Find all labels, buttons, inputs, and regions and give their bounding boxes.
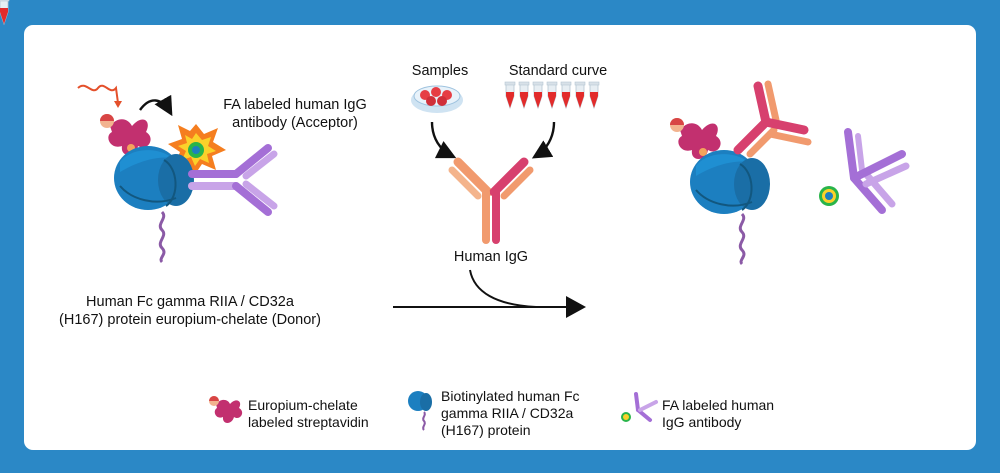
- standards-arrow-icon: [531, 121, 556, 159]
- tube-row: [504, 81, 600, 109]
- excitation-wave-icon: [77, 84, 119, 104]
- receptor-protein-icon: [114, 146, 194, 264]
- europium-streptavidin-icon: [100, 114, 151, 155]
- acceptor-label: FA labeled human IgG antibody (Acceptor): [223, 97, 367, 131]
- samples-arrow-icon: [430, 121, 457, 159]
- legend-receptor-icon: [408, 391, 432, 431]
- human-igg-label: Human IgG: [453, 249, 529, 265]
- europium-streptavidin-icon: [670, 118, 721, 159]
- acceptor-antibody-icon: [188, 144, 278, 216]
- sample-dish-icon: [411, 85, 463, 113]
- legend-streptavidin-icon: [209, 396, 243, 423]
- legend-fa-antibody-icon: [621, 392, 658, 422]
- legend-item-receptor: Biotinylated human Fc gamma RIIA / CD32a…: [441, 388, 580, 438]
- displaced-complex: [670, 80, 910, 266]
- receptor-protein-icon: [690, 150, 770, 266]
- free-fa-antibody-icon: [819, 128, 910, 214]
- bound-complex: [77, 84, 278, 264]
- human-igg-icon: [448, 157, 534, 244]
- samples-label: Samples: [411, 63, 469, 79]
- legend-item-streptavidin: Europium-chelate labeled streptavidin: [248, 397, 369, 430]
- standard-tubes-icon: [0, 0, 10, 26]
- bound-human-igg-icon: [733, 80, 812, 158]
- donor-label: Human Fc gamma RIIA / CD32a (H167) prote…: [59, 294, 321, 328]
- legend-item-fa-antibody: FA labeled human IgG antibody: [662, 397, 775, 430]
- transfer-arrow-icon: [139, 94, 173, 117]
- standard-curve-label: Standard curve: [508, 63, 608, 79]
- reaction-arrow: [393, 269, 586, 318]
